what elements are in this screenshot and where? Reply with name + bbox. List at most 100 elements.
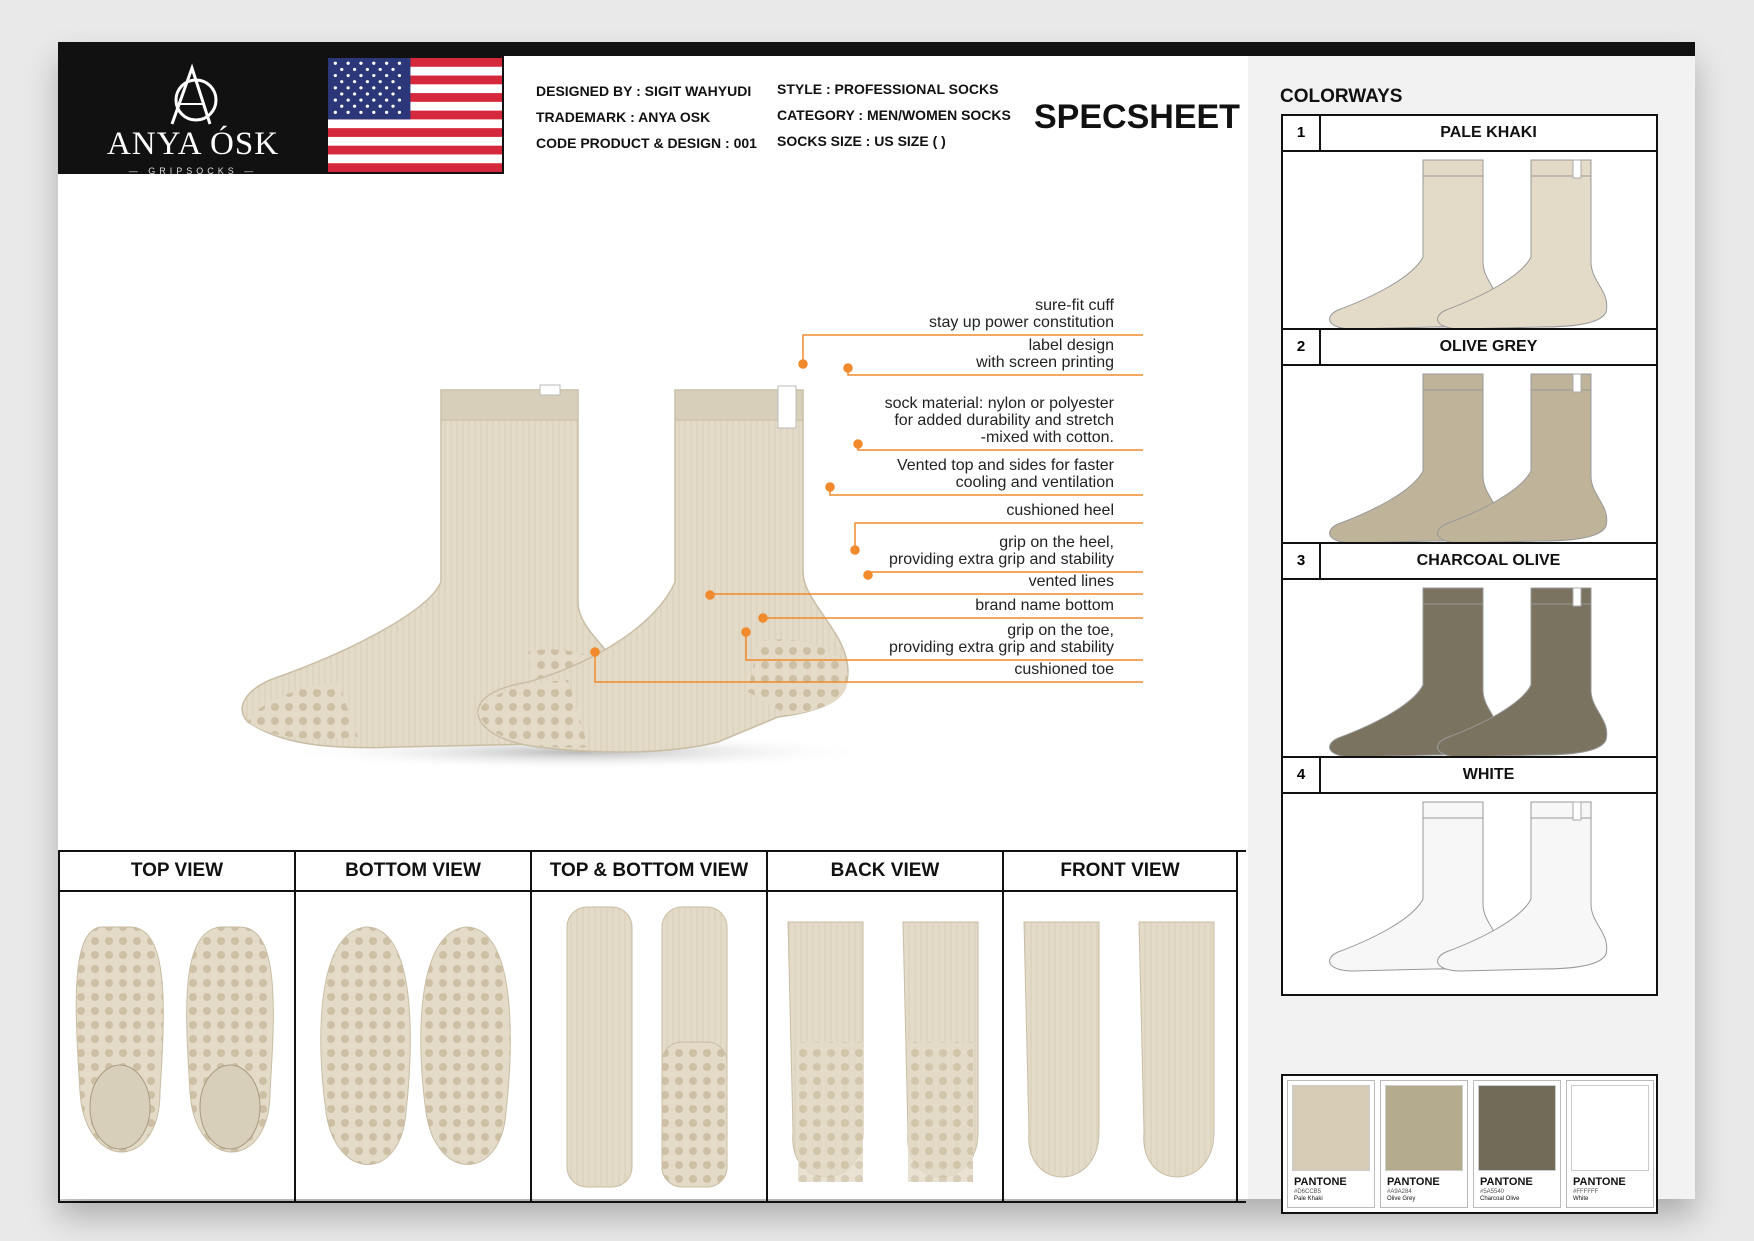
colorway-number: 2	[1283, 330, 1321, 364]
design-info: DESIGNED BY : SIGIT WAHYUDI TRADEMARK : …	[536, 78, 757, 156]
bottom-view-illustration	[320, 926, 511, 1165]
view-title: TOP VIEW	[60, 852, 294, 892]
flag-star	[333, 61, 337, 65]
flag-star	[384, 110, 389, 114]
pantone-code: #D6CCB5	[1294, 1189, 1322, 1195]
flag-star	[397, 110, 402, 114]
callout-text: cushioned toe	[1014, 661, 1114, 678]
flag-star	[340, 104, 344, 108]
pantone-name: Pale Khaki	[1294, 1196, 1323, 1202]
brand-logo: ANYA ÓSK — GRIPSOCKS —	[58, 56, 328, 176]
views-strip: TOP VIEW BOTTOM VIEW TOP & BOTTOM VIEW	[58, 850, 1246, 1203]
pantone-label: PANTONE	[1573, 1176, 1626, 1188]
style: STYLE : PROFESSIONAL SOCKS	[777, 81, 999, 97]
colorway-number: 3	[1283, 544, 1321, 578]
flag-star	[384, 73, 389, 78]
colorway-illustration	[1283, 580, 1656, 780]
callout-dot	[863, 570, 873, 580]
us-flag-icon	[326, 56, 504, 174]
flag-star	[359, 73, 363, 78]
callout-text: sure-fit cuff	[1035, 297, 1114, 314]
logo-wordmark: ANYA ÓSK	[106, 126, 280, 162]
flag-star	[384, 98, 389, 102]
colorways-title: COLORWAYS	[1280, 86, 1403, 107]
flag-star	[333, 86, 337, 90]
callout-dot	[758, 613, 768, 623]
pantone-swatch	[1385, 1085, 1463, 1171]
pantone-label: PANTONE	[1294, 1176, 1347, 1188]
callout-text: Vented top and sides for faster	[896, 457, 1114, 474]
view-title: BOTTOM VIEW	[296, 852, 530, 892]
colorway-number: 4	[1283, 758, 1321, 792]
flag-star	[346, 61, 350, 65]
view-bottom: BOTTOM VIEW	[294, 852, 530, 1201]
pantone-label: PANTONE	[1480, 1176, 1533, 1188]
sock-side-view-illustration	[241, 334, 1143, 770]
callout-text: providing extra grip and stability	[888, 551, 1114, 568]
pantone-code: #FFFFFF	[1573, 1189, 1599, 1195]
view-title: TOP & BOTTOM VIEW	[532, 852, 766, 892]
flag-star	[340, 67, 344, 71]
flag-star	[365, 104, 370, 108]
flag-star	[378, 92, 382, 96]
top-bottom-view-illustration	[566, 906, 728, 1188]
flag-star	[365, 67, 370, 71]
flag-star	[372, 73, 376, 78]
pantone-code: #A9A284	[1387, 1189, 1412, 1195]
colorway-illustration	[1283, 794, 1656, 994]
callout-label: vented lines	[1029, 573, 1114, 590]
colorway-card: 1 PALE KHAKI	[1281, 114, 1658, 354]
flag-star	[378, 67, 382, 71]
colorway-name: PALE KHAKI	[1440, 124, 1537, 141]
view-top: TOP VIEW	[58, 852, 294, 1201]
callout-dot	[850, 545, 860, 555]
flag-star	[346, 110, 350, 114]
flag-star	[333, 98, 337, 102]
colorway-socks	[1329, 373, 1608, 544]
callout-text: -mixed with cotton.	[980, 429, 1114, 446]
pantone-label: PANTONE	[1387, 1176, 1440, 1188]
flag-star	[397, 73, 402, 78]
sock-size: SOCKS SIZE : US SIZE ( )	[777, 133, 946, 149]
flag-star	[372, 110, 376, 114]
callout-leader-line	[745, 632, 1143, 661]
view-front: FRONT VIEW	[1002, 852, 1238, 1201]
flag-star	[378, 104, 382, 108]
flag-star	[384, 61, 389, 65]
flag-star	[359, 110, 363, 114]
pantone-name: Olive Grey	[1387, 1196, 1416, 1202]
colorway-socks	[1329, 801, 1608, 972]
flag-star	[397, 98, 402, 102]
flag-star	[372, 86, 376, 90]
colorway-socks	[1329, 587, 1608, 758]
back-view-illustration	[787, 921, 979, 1182]
flag-star	[391, 67, 395, 71]
flag-star	[359, 98, 363, 102]
flag-star	[391, 80, 395, 84]
flag-star	[391, 104, 395, 108]
flag-star	[346, 98, 350, 102]
view-top-bottom: TOP & BOTTOM VIEW	[530, 852, 766, 1201]
designed-by: DESIGNED BY : SIGIT WAHYUDI	[536, 83, 752, 99]
colorway-number: 1	[1283, 116, 1321, 150]
product-info: STYLE : PROFESSIONAL SOCKS CATEGORY : ME…	[777, 76, 1011, 154]
callout-leader-line	[802, 334, 1143, 364]
flag-star	[340, 80, 344, 84]
pantone-swatch	[1571, 1085, 1649, 1171]
flag-star	[391, 92, 395, 96]
callout-label: brand name bottom	[975, 597, 1114, 614]
callout-text: grip on the toe,	[1007, 622, 1114, 639]
flag-star	[359, 61, 363, 65]
